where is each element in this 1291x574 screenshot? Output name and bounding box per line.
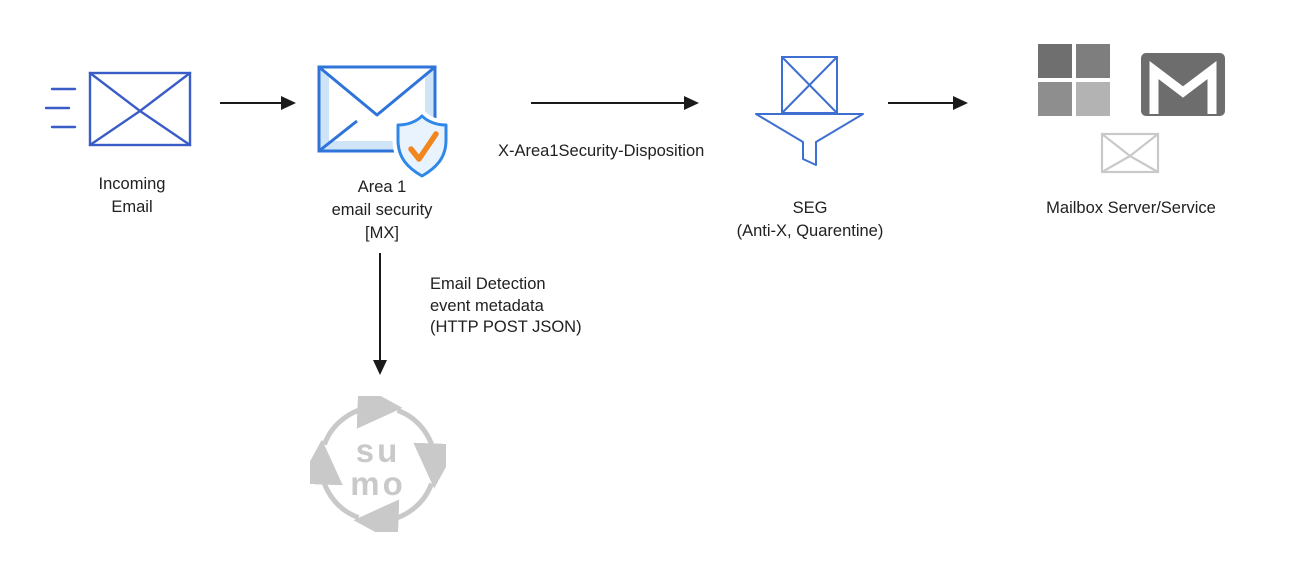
envelope-icon	[781, 56, 838, 114]
microsoft-logo-icon	[1038, 44, 1110, 116]
label-line: SEG	[792, 199, 828, 217]
metadata-label: Email Detection event metadata (HTTP POS…	[430, 274, 582, 339]
label-line: (HTTP POST JSON)	[430, 318, 582, 336]
mailbox-label: Mailbox Server/Service	[1046, 199, 1216, 217]
incoming-email-label: Incoming Email	[62, 173, 202, 219]
arrow-seg-to-mailbox	[888, 96, 968, 110]
circular-arrows-icon	[310, 396, 446, 532]
area1-label: Area 1 email security [MX]	[302, 176, 462, 245]
label-line: Incoming	[98, 175, 166, 193]
funnel-icon	[755, 113, 864, 166]
seg-label: SEG (Anti-X, Quarentine)	[700, 197, 920, 243]
label-line: Email Detection	[430, 275, 546, 293]
label-line: Email	[111, 198, 153, 216]
label-line: Area 1	[357, 178, 407, 196]
sumo-text-line: su	[356, 432, 401, 469]
sumo-logic-logo: su mo	[310, 396, 446, 532]
gmail-icon	[1141, 53, 1225, 116]
arrow-area1-to-sumo	[373, 253, 387, 375]
mail-envelope-icon	[1100, 132, 1160, 174]
label-line: (Anti-X, Quarentine)	[736, 222, 884, 240]
seg-icon	[755, 56, 864, 166]
label-line: event metadata	[430, 296, 544, 315]
sumo-text-line: mo	[350, 465, 406, 502]
shield-icon	[392, 108, 452, 183]
label-line: email security	[331, 201, 433, 219]
label-line: [MX]	[365, 224, 399, 242]
disposition-header-label: X-Area1Security-Disposition	[498, 142, 705, 160]
arrow-area1-to-seg	[531, 96, 699, 110]
incoming-email-icon	[44, 71, 192, 147]
area1-icon	[317, 65, 452, 183]
arrow-incoming-to-area1	[220, 96, 296, 110]
checkmark-icon	[408, 131, 439, 162]
